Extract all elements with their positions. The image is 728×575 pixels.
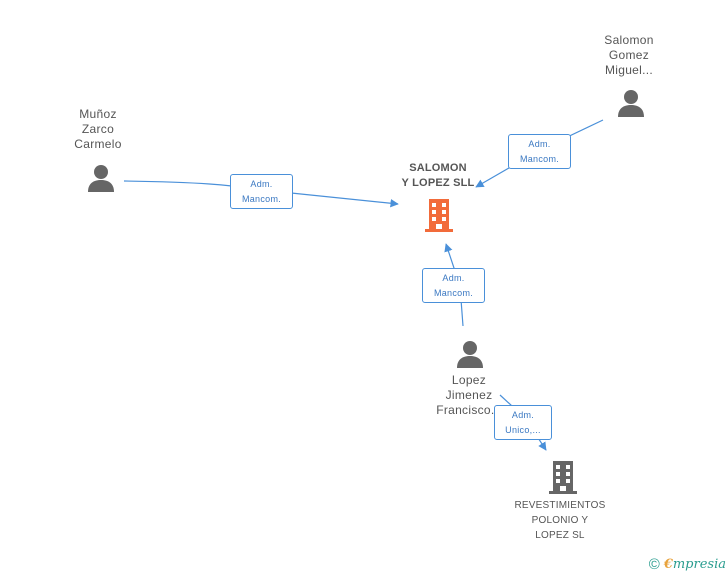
relation-label-line: Adm. xyxy=(250,179,273,189)
person-lopez-label[interactable]: Lopez Jimenez Francisco... xyxy=(424,373,514,418)
copyright-icon: © xyxy=(648,556,660,573)
person-icon[interactable] xyxy=(616,88,646,118)
company-revestimientos-label[interactable]: REVESTIMIENTOS POLONIO Y LOPEZ SL xyxy=(500,498,620,543)
brand-initial: € xyxy=(663,557,673,572)
building-icon[interactable] xyxy=(547,459,579,495)
building-icon[interactable] xyxy=(423,197,455,233)
company-name-line: LOPEZ SL xyxy=(535,530,585,541)
center-company-name-line: Y LOPEZ SLL xyxy=(401,177,475,189)
person-name-line: Miguel... xyxy=(604,63,654,77)
brand-name: mpresia xyxy=(672,557,726,572)
relation-salomon-center[interactable]: Adm. Mancom. xyxy=(508,134,571,169)
person-name-line: Francisco... xyxy=(436,403,502,417)
brand-logo: €mpresia xyxy=(664,557,726,572)
center-company-name[interactable]: SALOMON Y LOPEZ SLL xyxy=(388,161,488,191)
relation-label-line: Mancom. xyxy=(433,288,474,298)
person-name-line: Gomez xyxy=(608,48,650,62)
relation-label-line: Adm. xyxy=(528,139,551,149)
company-name-line: REVESTIMIENTOS xyxy=(514,500,606,511)
relation-munoz-center[interactable]: Adm. Mancom. xyxy=(230,174,293,209)
relation-lopez-center[interactable]: Adm. Mancom. xyxy=(422,268,485,303)
person-name-line: Salomon xyxy=(604,33,654,47)
person-name-line: Lopez xyxy=(451,373,487,387)
relation-label-line: Adm. xyxy=(511,410,535,420)
person-name-line: Jimenez xyxy=(445,388,493,402)
company-name-line: POLONIO Y xyxy=(531,515,589,526)
person-icon[interactable] xyxy=(86,163,116,193)
person-salomon-label[interactable]: Salomon Gomez Miguel... xyxy=(589,33,669,78)
person-munoz-label[interactable]: Muñoz Zarco Carmelo xyxy=(58,107,138,152)
person-name-line: Carmelo xyxy=(74,137,122,151)
relation-label-line: Mancom. xyxy=(241,194,282,204)
relation-lopez-revestimientos[interactable]: Adm. Unico,... xyxy=(494,405,552,440)
center-company-name-line: SALOMON xyxy=(409,162,467,174)
relation-label-line: Adm. xyxy=(442,273,465,283)
person-name-line: Zarco xyxy=(81,122,115,136)
relation-label-line: Unico,... xyxy=(505,425,541,435)
person-name-line: Muñoz xyxy=(79,107,117,121)
relation-label-line: Mancom. xyxy=(519,154,560,164)
footer-brand[interactable]: © €mpresia xyxy=(649,556,726,573)
person-icon[interactable] xyxy=(455,339,485,369)
